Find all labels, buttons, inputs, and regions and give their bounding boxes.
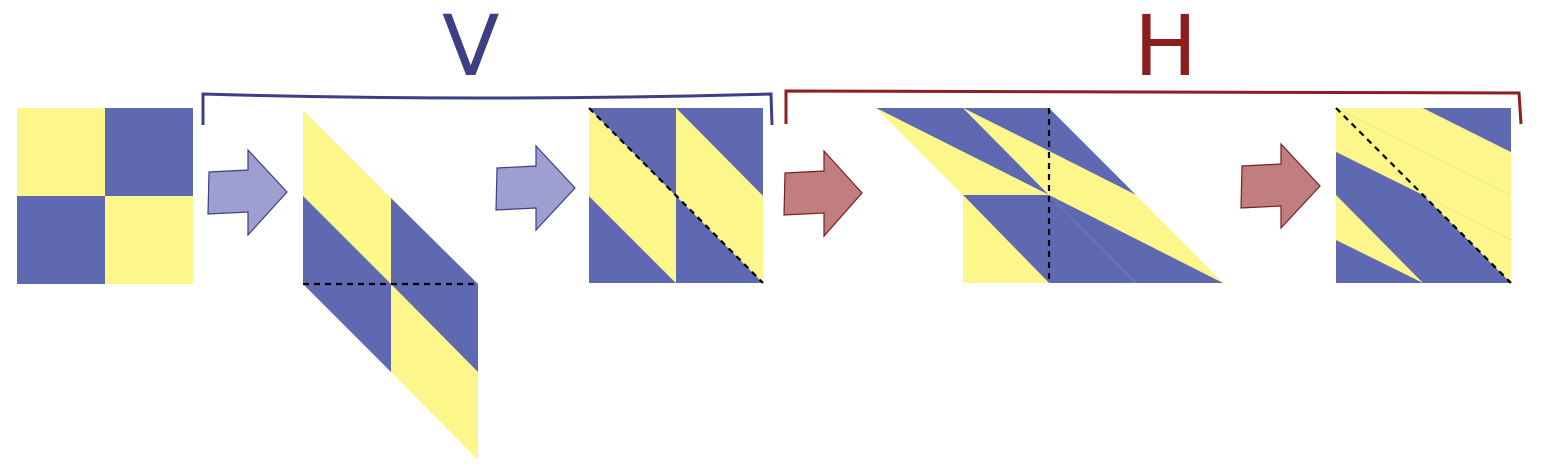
hfold-diagonal-fold-line (1335, 107, 1512, 284)
shear-lower-right-blue (391, 284, 478, 372)
hshear-bottom-blue-2 (1049, 195, 1223, 283)
hshear-top-yellow-2 (963, 108, 1049, 195)
h-bracket (784, 89, 1523, 125)
shear-lower-blue (303, 284, 391, 372)
h-arrow-1 (783, 149, 863, 238)
checker-cell-top-right (105, 108, 193, 196)
h-operation-label: H (1134, 0, 1198, 95)
v-arrow-2 (495, 144, 576, 232)
vfold-yellow-2 (676, 108, 763, 283)
hfold-blue-1 (1423, 108, 1511, 152)
shear-right-blue (391, 198, 478, 284)
hshear-top-yellow-1 (876, 108, 1049, 195)
checker-cell-bottom-right (105, 196, 193, 284)
shear-top-yellow (303, 110, 391, 284)
v-operation-label: V (442, 0, 500, 95)
vertical-shear-shape (303, 110, 478, 460)
hshear-mid-yellow (963, 195, 1049, 283)
vfold-diagonal-fold-line (588, 107, 764, 284)
checkerboard-square (17, 108, 193, 284)
checker-cell-top-left (17, 108, 105, 196)
hfold-yellow-3 (1336, 195, 1423, 283)
v-bracket (201, 92, 774, 126)
horizontal-fold-result-square (1335, 107, 1512, 284)
h-arrow-2 (1240, 142, 1321, 230)
vertical-fold-result-square (588, 107, 764, 284)
hshear-top-blue-3 (1049, 108, 1136, 195)
horizontal-shear-shape (876, 108, 1223, 283)
vfold-yellow-3 (589, 196, 676, 283)
hfold-yellow-2 (1336, 108, 1511, 240)
shear-left-blue (303, 196, 391, 284)
hshear-top-yellow-3 (1049, 151, 1136, 195)
v-arrow-1 (207, 148, 288, 237)
checker-cell-bottom-left (17, 196, 105, 284)
